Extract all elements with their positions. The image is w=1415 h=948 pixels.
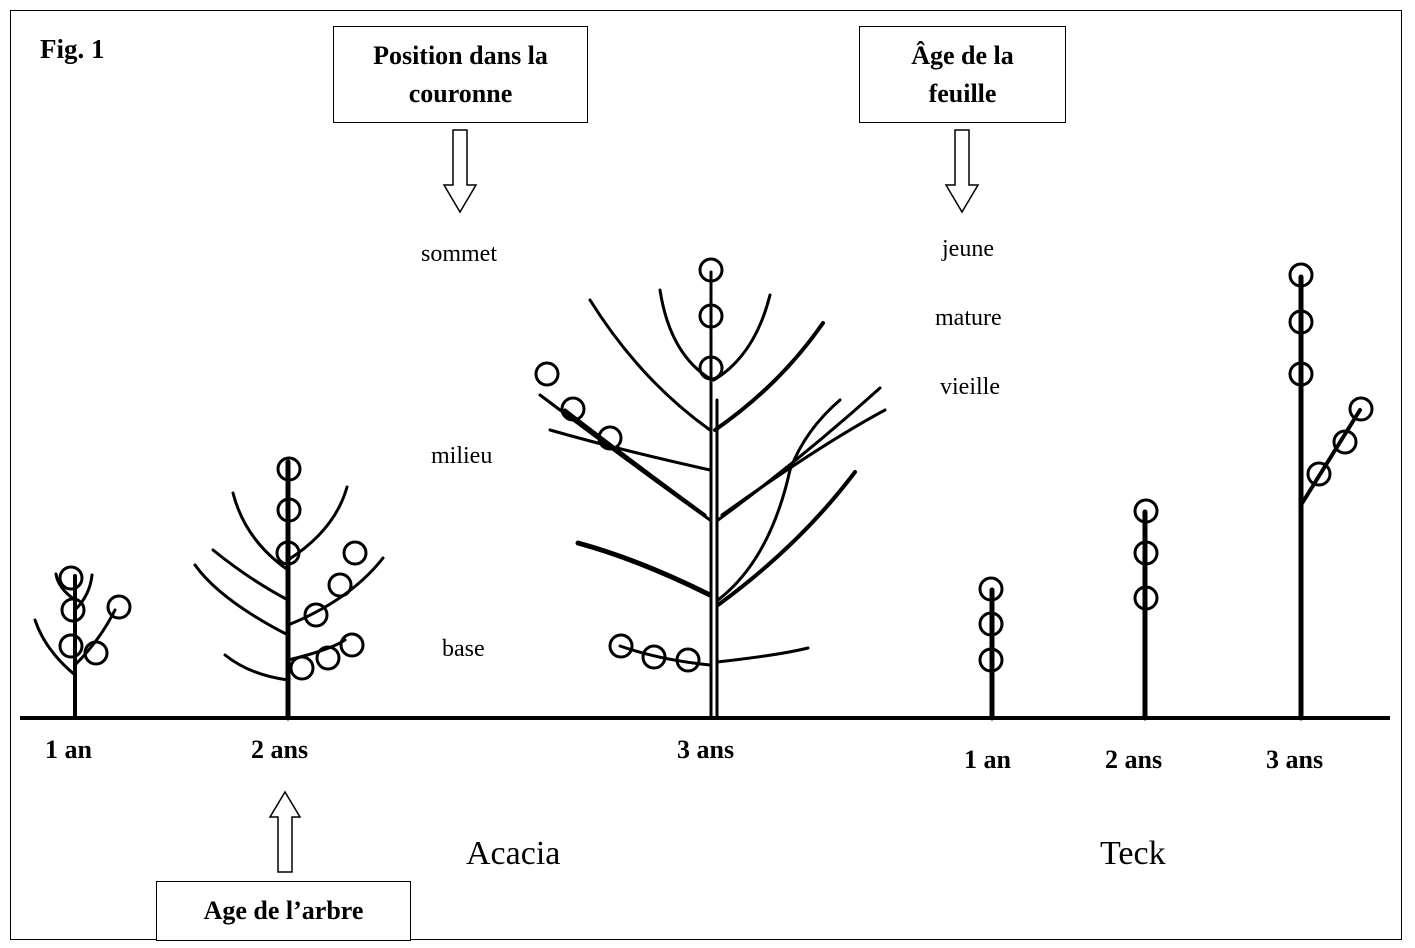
leaf-sample-circle xyxy=(83,640,109,666)
acacia-age-1: 1 an xyxy=(45,735,92,764)
crown-position-box: Position dans la couronne xyxy=(333,26,588,123)
leaf-sample-circle xyxy=(339,632,365,658)
leaf-sample-circle xyxy=(675,647,701,673)
leaf-sample-circle xyxy=(327,572,353,598)
leaf-sample-circle xyxy=(315,645,341,671)
leaf-sample-circle xyxy=(303,602,329,628)
leaf-sample-circle xyxy=(597,425,623,451)
acacia-tree-3-years xyxy=(534,257,887,720)
leaf-sample-circle xyxy=(641,644,667,670)
species-acacia: Acacia xyxy=(466,835,561,872)
leaf-sample-circle xyxy=(1288,361,1314,387)
leaf-sample-circle xyxy=(978,576,1004,602)
leaf-sample-circle xyxy=(1133,498,1159,524)
acacia-tree-2-years xyxy=(193,456,385,721)
leaf-sample-circle xyxy=(58,633,84,659)
species-teck: Teck xyxy=(1100,835,1166,872)
leaf-sample-circle xyxy=(276,456,302,482)
crown-position-middle: milieu xyxy=(431,443,493,469)
arrow-up-tree-age xyxy=(268,790,302,873)
arrow-down-leaf xyxy=(944,129,980,214)
arrow-down-crown xyxy=(442,129,478,214)
leaf-sample-circle xyxy=(698,355,724,381)
leaf-sample-circle xyxy=(698,303,724,329)
leaf-sample-circle xyxy=(608,633,634,659)
leaf-age-young: jeune xyxy=(942,236,994,262)
teck-age-1: 1 an xyxy=(964,745,1011,774)
leaf-sample-circle xyxy=(275,540,301,566)
leaf-sample-circle xyxy=(1348,396,1374,422)
teck-tree-2-years xyxy=(1133,498,1159,721)
leaf-sample-circle xyxy=(106,594,132,620)
acacia-tree-1-year xyxy=(33,565,132,720)
teck-tree-3-years xyxy=(1288,262,1374,721)
leaf-sample-circle xyxy=(1306,461,1332,487)
leaf-sample-circle xyxy=(60,597,86,623)
leaf-age-old: vieille xyxy=(940,374,1000,400)
acacia-age-2: 2 ans xyxy=(251,735,309,764)
figure-frame xyxy=(10,10,1402,940)
leaf-sample-circle xyxy=(1288,262,1314,288)
leaf-sample-circle xyxy=(698,257,724,283)
leaf-sample-circle xyxy=(978,647,1004,673)
leaf-sample-circle xyxy=(1332,429,1358,455)
leaf-sample-circle xyxy=(1133,540,1159,566)
leaf-sample-circle xyxy=(534,361,560,387)
leaf-sample-circle xyxy=(1133,585,1159,611)
acacia-age-3: 3 ans xyxy=(677,735,735,764)
figure-label: Fig. 1 xyxy=(40,34,105,64)
crown-position-box-label: Position dans la couronne xyxy=(373,40,548,108)
teck-tree-1-year xyxy=(978,576,1004,721)
tree-age-box-label: Age de l’arbre xyxy=(203,896,364,925)
leaf-age-box-label: Âge de la feuille xyxy=(911,40,1014,108)
leaf-sample-circle xyxy=(978,611,1004,637)
leaf-sample-circle xyxy=(1288,309,1314,335)
leaf-sample-circle xyxy=(276,497,302,523)
leaf-age-box: Âge de la feuille xyxy=(859,26,1066,123)
tree-age-box: Age de l’arbre xyxy=(156,881,411,941)
crown-position-top: sommet xyxy=(421,241,497,267)
crown-position-base: base xyxy=(442,636,485,662)
leaf-age-mature: mature xyxy=(935,305,1002,331)
leaf-sample-circle xyxy=(58,565,84,591)
leaf-sample-circle xyxy=(560,396,586,422)
teck-age-3: 3 ans xyxy=(1266,745,1324,774)
teck-age-2: 2 ans xyxy=(1105,745,1163,774)
leaf-sample-circle xyxy=(342,540,368,566)
leaf-sample-circle xyxy=(289,655,315,681)
